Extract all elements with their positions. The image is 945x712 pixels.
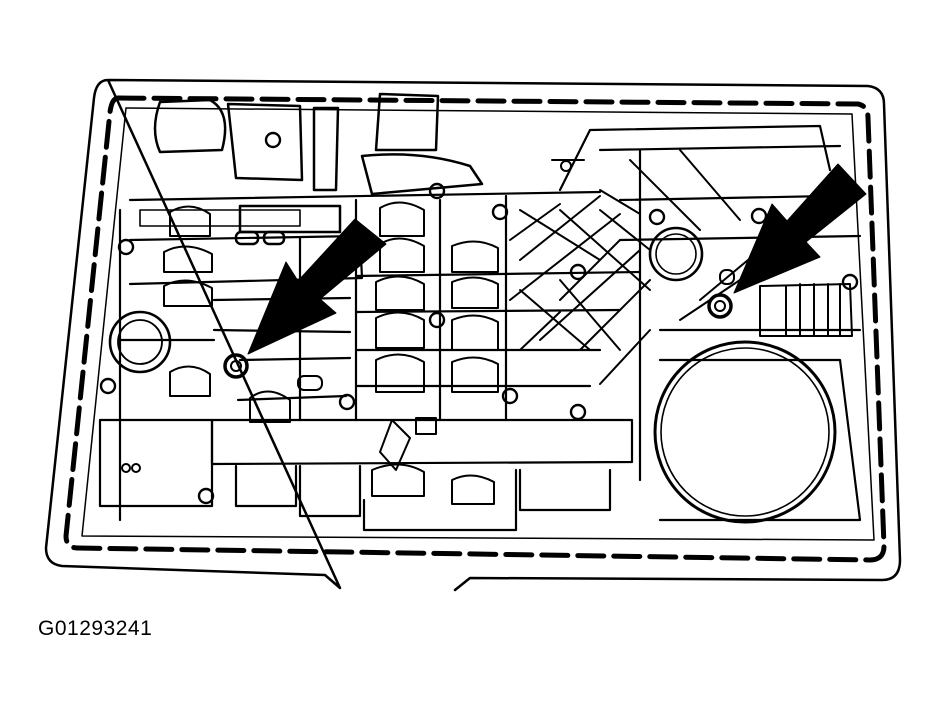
- figure-id-label: G01293241: [38, 617, 153, 640]
- bolt-holes: [101, 133, 857, 503]
- target-bolt-right: [709, 295, 731, 317]
- target-bolts: [225, 295, 731, 377]
- arrow-right: [734, 164, 866, 293]
- small-details: [122, 160, 734, 472]
- upper-valve-bores: [140, 94, 482, 244]
- right-side-valve: [760, 284, 852, 336]
- passage-walls: [100, 126, 860, 530]
- plate-inner-border-2: [82, 108, 874, 540]
- plate-inner-border: [66, 98, 884, 560]
- arrow-left: [248, 219, 386, 354]
- circular-bores: [110, 228, 835, 522]
- target-bolt-left: [225, 355, 247, 377]
- plate-outline: [46, 80, 900, 590]
- lattice-passages: [510, 150, 760, 384]
